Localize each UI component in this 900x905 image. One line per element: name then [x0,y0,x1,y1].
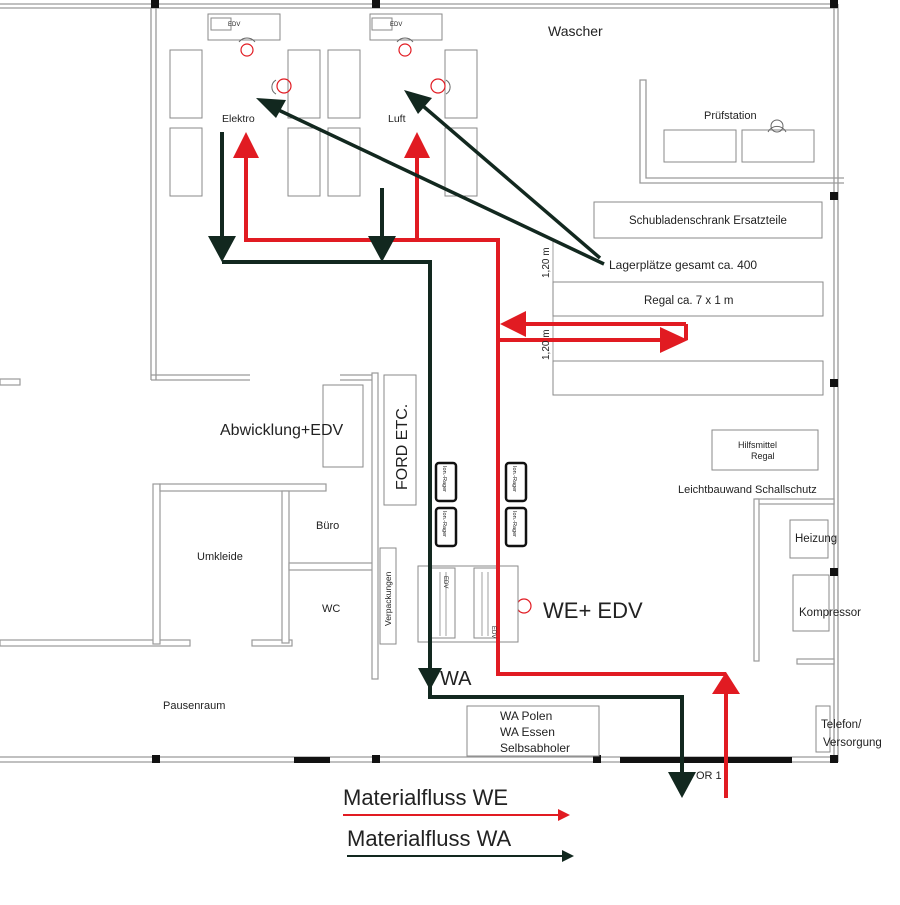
label-buero: Büro [316,520,339,532]
label-wa-polen: WA Polen [500,709,552,723]
label-rack-4: Ion.-Rager [511,511,517,537]
telefon-rect [815,705,831,753]
label-schubladenschrank: Schubladenschrank Ersatzteile [629,215,787,227]
wa-shelf-rect [466,705,600,757]
label-pausenraum: Pausenraum [163,700,225,712]
label-dim-2: 1,20 m [541,329,552,360]
label-ford: FORD ETC. [394,404,411,490]
label-leichtbauwand: Leichtbauwand Schallschutz [678,484,817,496]
label-pruefstation: Prüfstation [704,110,757,122]
label-hilfsmittel-regal: Regal [751,451,775,461]
operator-icon-pruefstation [767,119,787,133]
ford-rect [383,374,417,506]
legend-wa-label: Materialfluss WA [347,826,512,851]
heizung-rect [789,519,829,559]
legend-we-label: Materialfluss WE [343,785,508,810]
label-wc: WC [322,603,340,615]
wa-arrowhead-elektro [208,236,236,262]
label-we-edv: WE+ EDV [543,598,643,623]
legend-wa-arrowhead [562,850,574,862]
label-wascher: Wascher [548,23,603,39]
label-rack-3: Ion.-Rager [511,466,517,492]
hilfsmittel-rect [711,429,819,471]
label-edv-small-1: EDV [442,576,448,588]
label-edv-desk-1: EDV [228,22,240,28]
shelving [322,201,831,757]
label-versorgung: Versorgung [823,737,882,749]
schubladenschrank-rect [593,201,823,239]
legend: Materialfluss WE Materialfluss WA [343,785,574,862]
we-arrowhead-luft [404,132,430,158]
we-arrowhead-return [500,311,526,337]
workbenches [169,13,815,197]
verpackungen-rect [379,547,397,645]
lagerplaetze-pointers [269,98,605,266]
pointer-arrowhead-luft [404,90,432,114]
label-regal: Regal ca. 7 x 1 m [644,295,733,307]
abwicklung-desk-rect [322,384,364,468]
label-dim-1: 1,20 m [541,247,552,278]
we-arrowhead-elektro [233,132,259,158]
plan-labels: Wascher Prüfstation Elektro Luft Schubla… [163,22,882,782]
label-abwicklung: Abwicklung+EDV [220,422,344,439]
kompressor-rect [792,574,830,632]
label-telefon: Telefon/ [821,719,862,731]
we-arrowhead-tor [712,672,740,694]
building-columns [151,0,838,763]
label-lagerplaetze: Lagerplätze gesamt ca. 400 [609,258,757,272]
we-arrowhead-regal [660,327,688,353]
label-umkleide: Umkleide [197,551,243,563]
label-wa-essen: WA Essen [500,725,555,739]
label-selbsabholer: Selbsabholer [500,741,570,755]
label-elektro: Elektro [222,113,255,125]
legend-we-arrowhead [558,809,570,821]
label-edv-desk-2: EDV [390,22,402,28]
flow-wa-dark [220,132,684,778]
regal-rect [552,281,824,317]
operator-icon-elektro-bench [271,78,292,95]
label-verpackungen: Verpackungen [383,571,393,626]
label-tor: OR 1 [696,770,722,782]
flow-wa-arrowheads [208,236,696,798]
wa-arrowhead-wa [418,668,442,690]
label-luft: Luft [388,113,406,125]
label-wa: WA [440,668,472,690]
label-kompressor: Kompressor [799,607,861,619]
building-walls [0,3,844,763]
flow-we-red [244,150,728,798]
we-desk-area [417,565,519,643]
operator-icon-elektro-desk [238,37,256,57]
wa-arrowhead-luft [368,236,396,262]
flow-we-arrowheads [233,132,740,694]
pointer-arrowhead-elektro [256,98,286,118]
label-edv-small-2: EDV [490,626,496,638]
regal-rect-2 [552,360,824,396]
label-heizung: Heizung [795,533,837,545]
operator-icon-luft-desk [396,37,414,57]
label-hilfsmittel: Hilfsmittel [738,440,777,450]
rolling-racks [434,461,528,548]
label-rack-1: Ion.-Rager [441,466,447,492]
label-rack-2: Ion.-Rager [441,511,447,537]
operator-icon-luft-bench [430,78,451,95]
wa-arrowhead-tor [668,772,696,798]
